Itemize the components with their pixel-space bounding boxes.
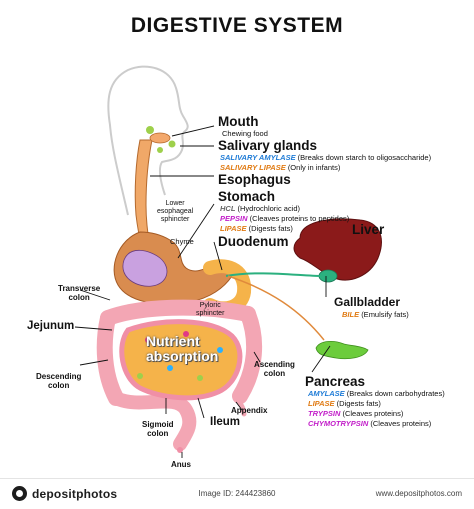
ileum-label: Ileum <box>210 416 241 428</box>
pointer-lines <box>74 125 331 458</box>
stomach-pepsin-desc: (Cleaves proteins to peptides) <box>249 214 350 223</box>
mouth-desc: Chewing food <box>222 129 268 138</box>
pancreas-amylase-desc: (Breaks down carbohydrates) <box>346 389 445 398</box>
footer-bar: depositphotos Image ID: 244423860 www.de… <box>0 478 474 509</box>
salivary-gland-1 <box>146 126 154 134</box>
head-outline <box>107 65 189 216</box>
salivary-lipase-kw: SALIVARY LIPASE <box>220 163 286 172</box>
stomach-hcl-desc: (Hydrochloric acid) <box>237 204 301 213</box>
pancreas-amylase-kw: AMYLASE <box>308 389 345 398</box>
stomach-lipase-kw: LIPASE <box>220 224 247 233</box>
footer-site: www.depositphotos.com <box>375 489 462 498</box>
mouth-shape <box>149 132 171 144</box>
gallbladder-line: BILE (Emulsify fats) <box>342 310 409 319</box>
lower-sphincter-label: Lower esophageal sphincter <box>157 200 193 224</box>
ascending-line-2: colon <box>263 369 286 378</box>
descending-line-2: colon <box>48 381 70 390</box>
nutrient-dot <box>145 337 151 343</box>
pancreas-line-3: TRYPSIN (Cleaves proteins) <box>308 409 403 418</box>
stomach-line-3: LIPASE (Digests fats) <box>220 224 293 233</box>
stomach-line-1: HCL (Hydrochloric acid) <box>220 204 300 213</box>
nutrient-absorption-label: Nutrient absorption <box>146 334 218 364</box>
pancreatic-duct <box>227 275 325 341</box>
appendix-label: Appendix <box>231 406 268 415</box>
pancreas-line-1: AMYLASE (Breaks down carbohydrates) <box>308 389 445 398</box>
salivary-lipase-desc: (Only in infants) <box>287 163 341 172</box>
salivary-label: Salivary glands <box>218 138 318 153</box>
salivary-line-2: SALIVARY LIPASE (Only in infants) <box>220 163 340 172</box>
liver-label: Liver <box>352 222 385 237</box>
ascending-colon-shape <box>232 306 263 404</box>
transverse-line-2: colon <box>68 293 90 302</box>
pancreas-lipase-kw: LIPASE <box>308 399 335 408</box>
stomach-hcl-kw: HCL <box>220 204 236 213</box>
footer-image-id: Image ID: 244423860 <box>198 489 276 498</box>
nutrient-dot <box>197 375 203 381</box>
salivary-gland-3 <box>157 147 163 153</box>
pancreas-chymotrypsin-kw: CHYMOTRYPSIN <box>308 419 369 428</box>
lower-sphincter-line-2: esophageal <box>157 208 194 215</box>
footer-brand: depositphotos <box>32 487 118 501</box>
sigmoid-colon-shape <box>109 391 197 451</box>
chyme-label: Chyme <box>170 237 194 246</box>
ascending-colon-label: Ascending colon <box>254 360 295 378</box>
pancreas-shape <box>315 340 369 360</box>
pyloric-label: Pyloric sphincter <box>196 302 224 318</box>
sigmoid-line-2: colon <box>147 429 169 438</box>
lower-sphincter-line-3: sphincter <box>160 216 190 223</box>
bile-duct <box>225 272 323 277</box>
mouth-label: Mouth <box>218 114 259 129</box>
stomach-label: Stomach <box>218 189 276 204</box>
ascending-line-1: Ascending <box>254 360 295 369</box>
descending-colon-shape <box>96 310 124 406</box>
sigmoid-line-1: Sigmoid <box>142 420 174 429</box>
anus-dot <box>177 447 183 453</box>
pancreas-chymotrypsin-desc: (Cleaves proteins) <box>370 419 432 428</box>
pancreas-line-4: CHYMOTRYPSIN (Cleaves proteins) <box>308 419 431 428</box>
sigmoid-colon-label: Sigmoid colon <box>142 420 174 438</box>
pancreas-line-2: LIPASE (Digests fats) <box>308 399 381 408</box>
bile-desc: (Emulsify fats) <box>361 310 409 319</box>
chyme-shape <box>122 249 168 287</box>
transverse-line-1: Transverse <box>58 284 101 293</box>
nutrient-dot <box>137 373 143 379</box>
bile-kw: BILE <box>342 310 360 319</box>
nutrient-dot <box>167 365 173 371</box>
pancreas-label: Pancreas <box>305 374 366 389</box>
page-title: DIGESTIVE SYSTEM <box>130 14 344 37</box>
salivary-gland-2 <box>168 140 176 148</box>
gallbladder-label: Gallbladder <box>334 295 401 309</box>
pyloric-line-1: Pyloric <box>199 302 221 309</box>
pancreas-lipase-desc: (Digests fats) <box>336 399 381 408</box>
stomach-lipase-desc: (Digests fats) <box>248 224 293 233</box>
esophagus-label: Esophagus <box>218 172 291 187</box>
stomach-line-2: PEPSIN (Cleaves proteins to peptides) <box>220 214 349 223</box>
pancreas-trypsin-desc: (Cleaves proteins) <box>342 409 404 418</box>
anus-label: Anus <box>171 460 191 469</box>
jejunum-label: Jejunum <box>27 320 75 332</box>
nutrient-line-2: absorption <box>146 348 219 364</box>
salivary-amylase-desc: (Breaks down starch to oligosaccharide) <box>297 153 432 162</box>
salivary-amylase-kw: SALIVARY AMYLASE <box>220 153 296 162</box>
digestive-diagram <box>74 65 382 458</box>
stomach-pepsin-kw: PEPSIN <box>220 214 248 223</box>
descending-line-1: Descending <box>36 372 82 381</box>
salivary-line-1: SALIVARY AMYLASE (Breaks down starch to … <box>220 153 431 162</box>
lower-sphincter-line-1: Lower <box>165 200 185 207</box>
transverse-colon-label: Transverse colon <box>58 284 100 302</box>
duodenum-label: Duodenum <box>218 234 289 249</box>
pancreas-trypsin-kw: TRYPSIN <box>308 409 341 418</box>
appendix-shape <box>233 393 247 417</box>
liver-shape <box>293 218 382 281</box>
descending-colon-label: Descending colon <box>36 372 81 390</box>
nutrient-dot <box>217 347 223 353</box>
transverse-colon-shape <box>100 299 256 326</box>
depositphotos-logo-icon <box>12 486 27 501</box>
nutrient-dot <box>183 331 189 337</box>
pyloric-line-2: sphincter <box>196 310 225 317</box>
small-intestine-shape <box>119 319 243 401</box>
nutrient-line-1: Nutrient <box>146 333 200 349</box>
